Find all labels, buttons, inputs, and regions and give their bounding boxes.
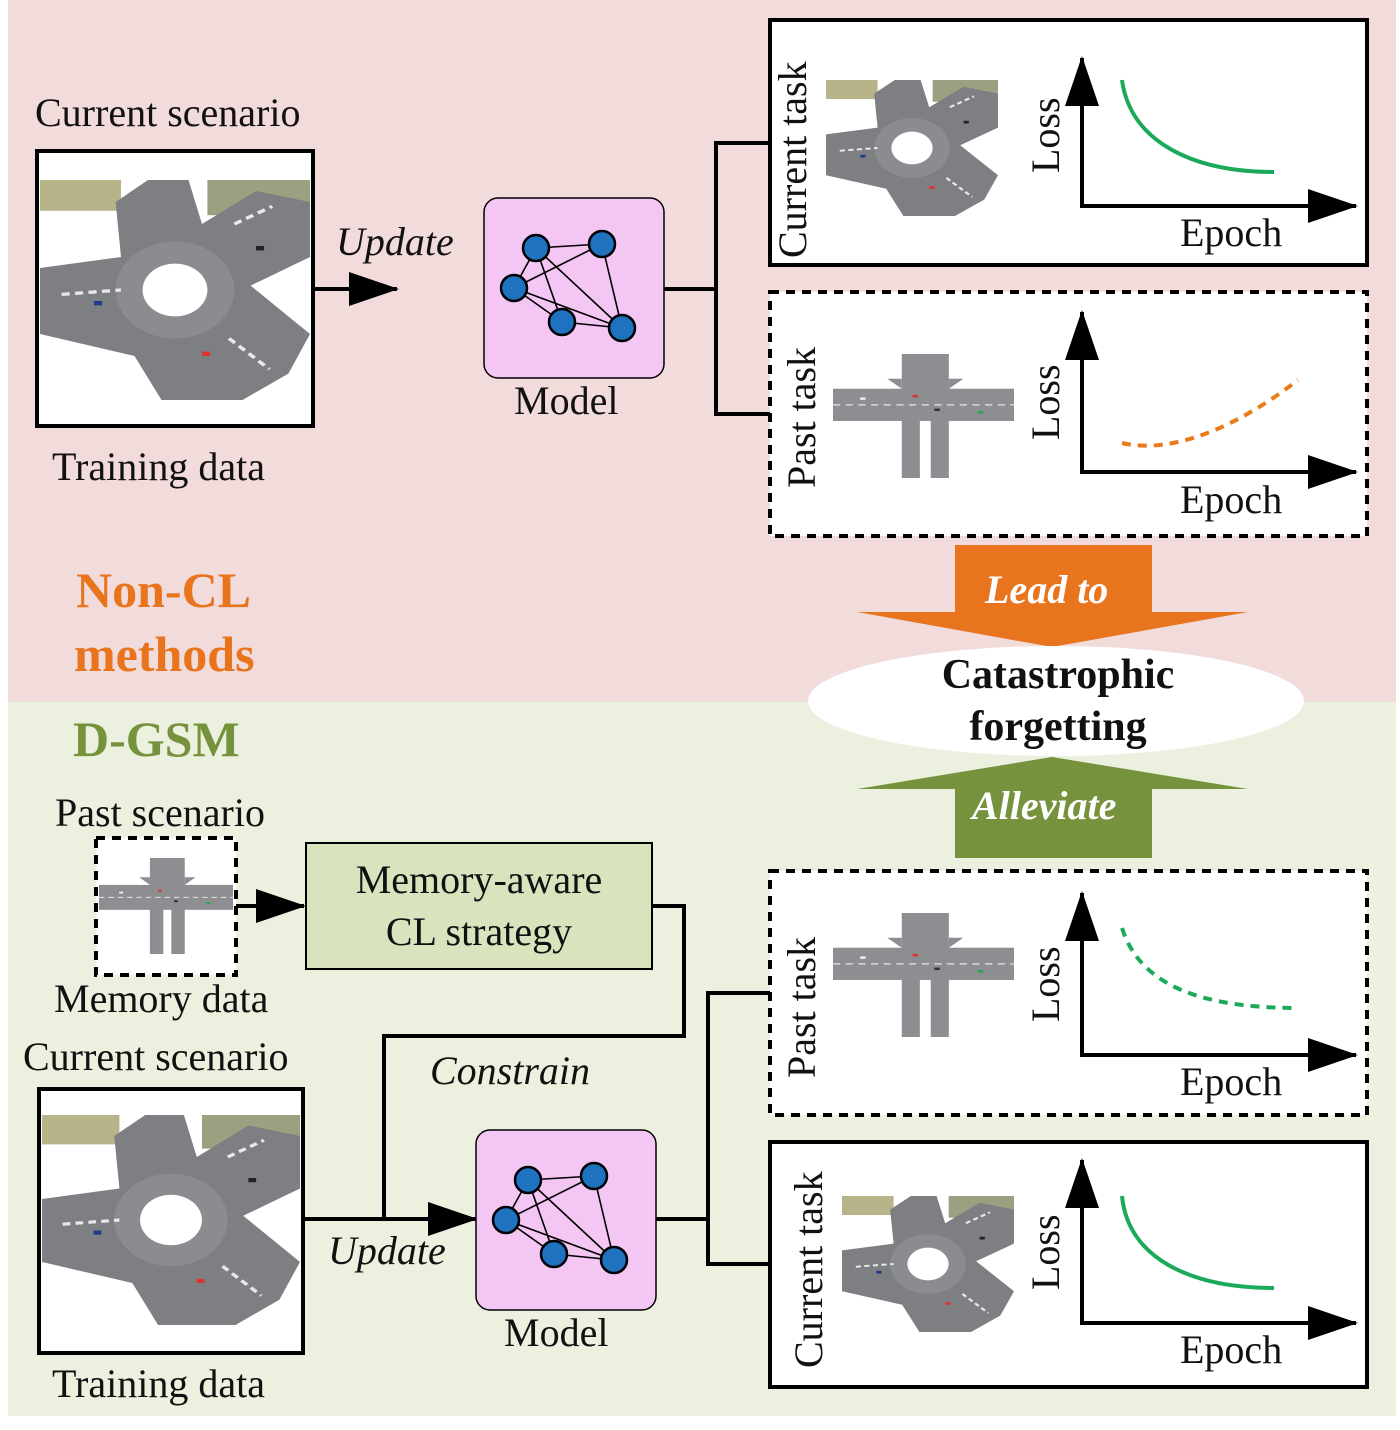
top-branch-connector-lower: [714, 289, 770, 416]
bottom-past-loss-curve: [1120, 927, 1299, 1010]
bottom-past-task-image: [833, 913, 1014, 1037]
lead-to-arrow: [857, 545, 1248, 647]
top-current-task-image: [826, 80, 998, 216]
lead-to-label: Lead to: [984, 567, 1108, 612]
top-current-task-label: Current task: [770, 61, 815, 258]
bottom-branch-connector: [656, 991, 770, 1221]
top-current-loss-curve: [1120, 79, 1275, 174]
bottom-past-task-label: Past task: [779, 937, 824, 1078]
dgsm-title: D-GSM: [73, 711, 240, 767]
bottom-update-label: Update: [328, 1228, 446, 1273]
top-current-scenario-label: Current scenario: [35, 90, 300, 135]
top-roundabout-image: [40, 180, 310, 400]
bottom-current-loss-label: Loss: [1023, 1214, 1068, 1290]
memory-data-label: Memory data: [54, 976, 269, 1021]
catastrophic-forgetting-line1: Catastrophic: [942, 652, 1175, 698]
top-current-loss-label: Loss: [1023, 97, 1068, 173]
top-model-label: Model: [514, 378, 618, 423]
bottom-current-task-image: [842, 1196, 1014, 1332]
bottom-current-loss-curve: [1120, 1195, 1275, 1290]
constrain-label: Constrain: [430, 1048, 590, 1093]
bottom-past-scenario-label: Past scenario: [55, 790, 265, 835]
cl-strategy-line2: CL strategy: [386, 909, 572, 954]
top-branch-connector: [664, 141, 770, 291]
top-past-task-label: Past task: [779, 347, 824, 488]
bottom-training-data-label: Training data: [52, 1361, 265, 1406]
non-cl-title-line2: methods: [74, 626, 255, 682]
alleviate-label: Alleviate: [969, 783, 1116, 828]
bottom-current-task-label: Current task: [786, 1171, 831, 1368]
top-current-epoch-label: Epoch: [1180, 210, 1282, 255]
cl-strategy-line1: Memory-aware: [356, 857, 603, 902]
top-update-label: Update: [336, 219, 454, 264]
constrain-connector: [382, 904, 686, 1219]
bottom-model-label: Model: [504, 1310, 608, 1355]
catastrophic-forgetting-ellipse: [808, 646, 1304, 756]
bottom-roundabout-image: [42, 1115, 300, 1325]
bottom-past-loss-label: Loss: [1023, 946, 1068, 1022]
top-past-epoch-label: Epoch: [1180, 477, 1282, 522]
top-training-data-label: Training data: [52, 444, 265, 489]
cl-strategy-box: [305, 842, 653, 970]
top-past-loss-label: Loss: [1023, 364, 1068, 440]
non-cl-title-line1: Non-CL: [76, 562, 251, 618]
bottom-current-epoch-label: Epoch: [1180, 1327, 1282, 1372]
bottom-branch-connector-lower: [706, 1219, 770, 1266]
bottom-past-epoch-label: Epoch: [1180, 1059, 1282, 1104]
alleviate-arrow: [857, 757, 1248, 858]
memory-intersection-image: [99, 858, 233, 954]
top-past-task-image: [833, 354, 1014, 478]
catastrophic-forgetting-line2: forgetting: [969, 704, 1146, 750]
bottom-current-scenario-label: Current scenario: [23, 1034, 288, 1079]
